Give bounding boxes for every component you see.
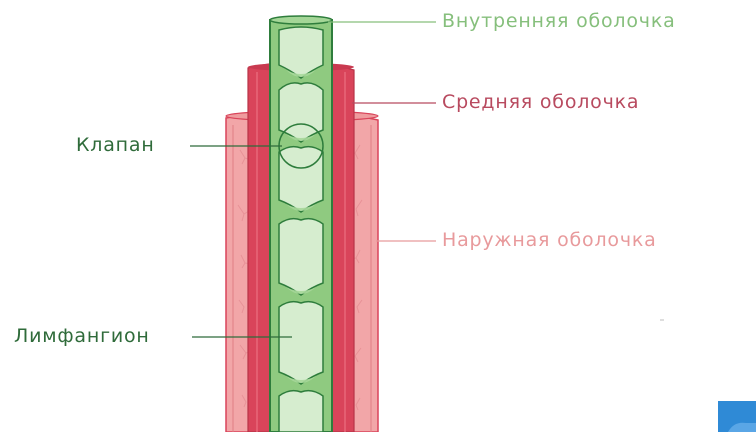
middle-layer-label: Средняя оболочка <box>442 91 639 113</box>
inner-layer-label: Внутренняя оболочка <box>442 10 676 32</box>
lymphangion-label: Лимфангион <box>14 325 150 347</box>
outer-layer-label: Наружная оболочка <box>442 229 657 251</box>
corner-accent-icon <box>718 401 756 432</box>
lumen-segments <box>279 27 323 432</box>
valve-label: Клапан <box>76 134 155 156</box>
